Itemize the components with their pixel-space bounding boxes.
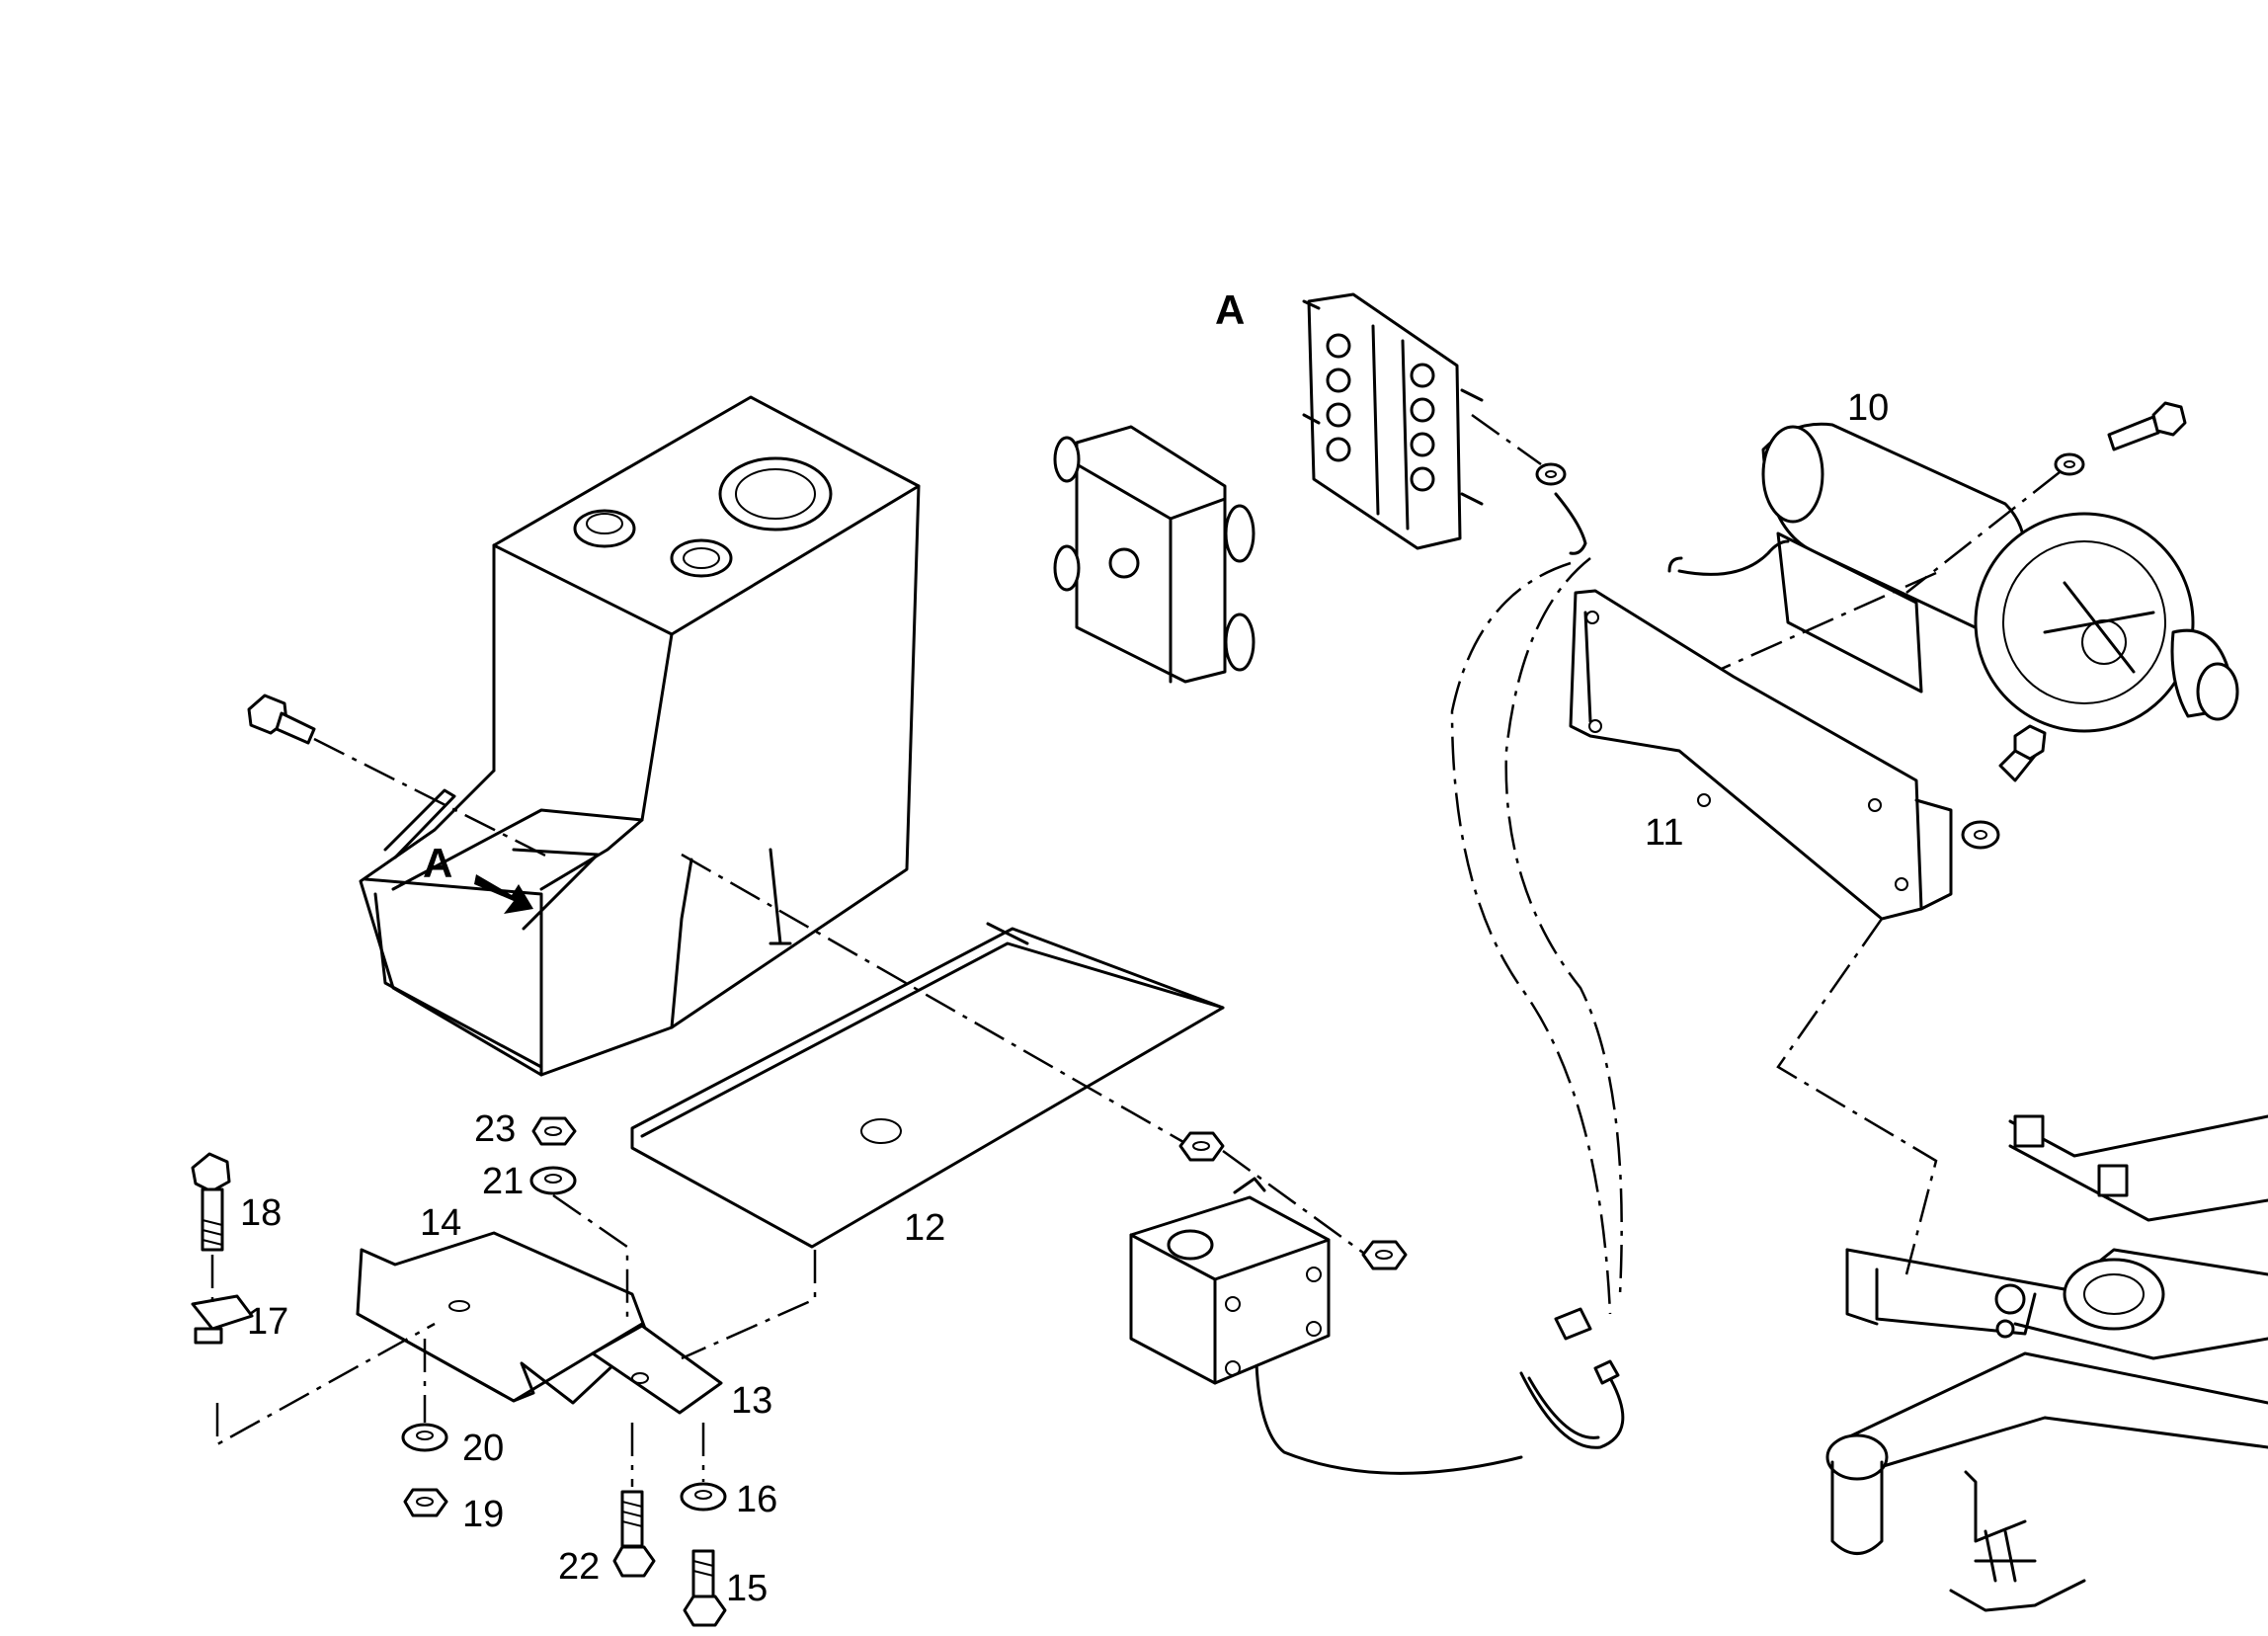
plate-12 [630, 853, 1225, 1249]
terminal-block [1302, 292, 1567, 550]
label-20: 20 [462, 1428, 504, 1469]
label-16: 16 [736, 1479, 777, 1520]
bracket-13 [591, 1324, 723, 1415]
label-11: 11 [1645, 812, 1683, 854]
pressure-switch-box [1129, 1131, 1408, 1385]
tank [359, 395, 921, 1077]
view-a-label: A [1215, 286, 1245, 333]
arrow-icon [474, 874, 533, 914]
pump-motor [1659, 401, 2239, 850]
cables [1255, 492, 1790, 1475]
part-labels: A A 10 11 12 13 14 15 16 17 18 19 20 21 … [240, 286, 1889, 1609]
machine-frame [1825, 1114, 2268, 1612]
bracket-14 [356, 1231, 649, 1405]
label-23: 23 [474, 1108, 516, 1150]
label-12: 12 [904, 1207, 945, 1249]
label-10: 10 [1847, 387, 1889, 429]
label-18: 18 [240, 1192, 282, 1234]
view-a-marker: A [423, 840, 452, 886]
junction-box [1053, 425, 1256, 684]
label-19: 19 [462, 1494, 504, 1535]
label-22: 22 [558, 1546, 600, 1588]
label-21: 21 [482, 1161, 524, 1202]
mounting-plate-11 [1569, 589, 1953, 1275]
label-14: 14 [420, 1202, 461, 1244]
label-13: 13 [731, 1380, 772, 1422]
tank-bolt [247, 694, 554, 861]
label-17: 17 [247, 1301, 288, 1343]
label-15: 15 [726, 1568, 768, 1609]
hardware-stack-left [191, 1116, 817, 1627]
